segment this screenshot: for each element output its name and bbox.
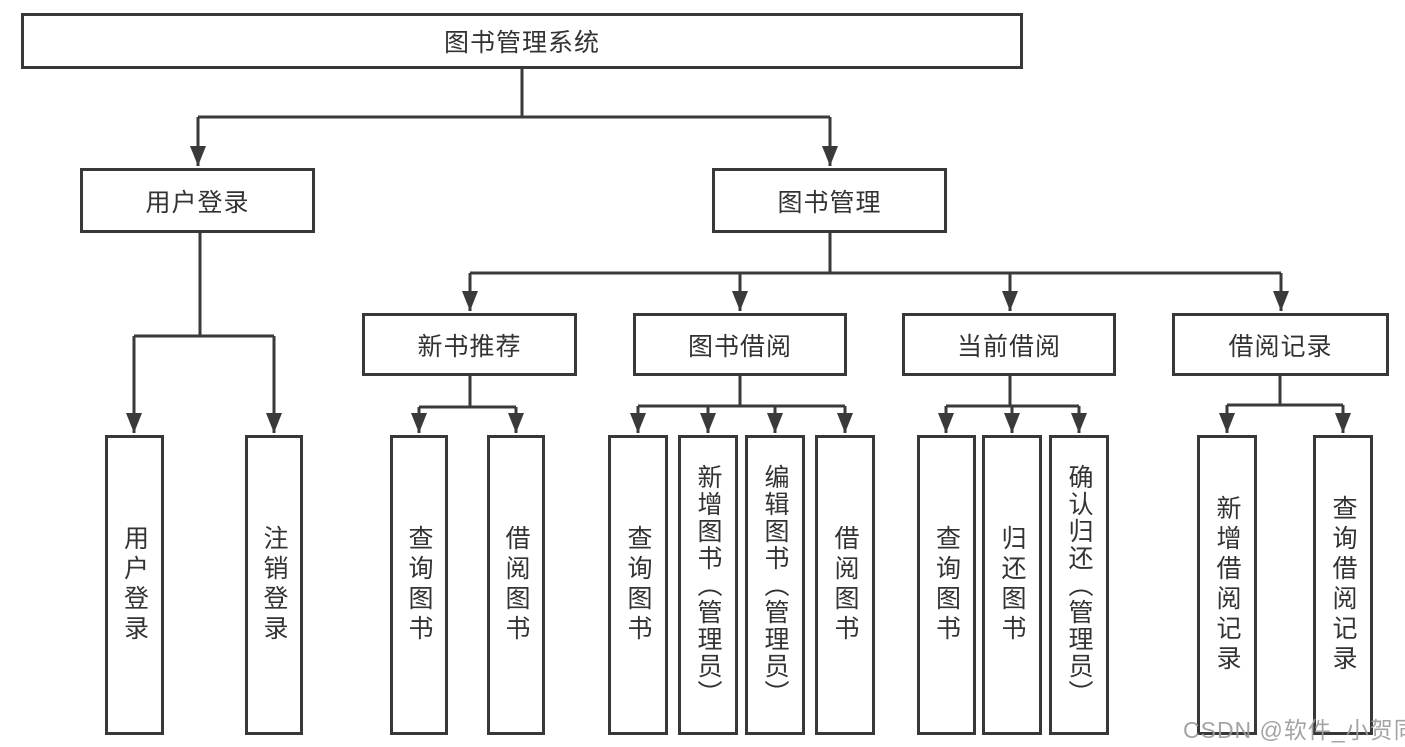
leaf-nbr-borrow-book: 借阅图书 [487, 435, 545, 735]
leaf-cb-return-book: 归还图书 [982, 435, 1042, 735]
leaf-br-add-record: 新增借阅记录 [1197, 435, 1257, 735]
leaf-br-query-record: 查询借阅记录 [1313, 435, 1373, 735]
leaf-bb-query-book: 查询图书 [608, 435, 668, 735]
node-book-borrow: 图书借阅 [633, 313, 847, 376]
csdn-watermark: CSDN @软件_小贺同学 [1183, 717, 1405, 743]
arrow-down-icons [126, 117, 1351, 433]
node-current-borrow: 当前借阅 [902, 313, 1116, 376]
node-borrow-record: 借阅记录 [1172, 313, 1389, 376]
leaf-user-login: 用户登录 [105, 435, 164, 735]
node-user-login: 用户登录 [80, 168, 315, 233]
leaf-logout: 注销登录 [245, 435, 303, 735]
node-root-system: 图书管理系统 [21, 13, 1023, 69]
leaf-bb-borrow-book: 借阅图书 [815, 435, 875, 735]
node-book-management: 图书管理 [712, 168, 947, 233]
leaf-bb-add-book-admin: 新增图书（管理员） [678, 435, 738, 735]
leaf-nbr-query-book: 查询图书 [390, 435, 448, 735]
leaf-bb-edit-book-admin: 编辑图书（管理员） [745, 435, 805, 735]
node-new-book-recommend: 新书推荐 [362, 313, 577, 376]
connector-path [134, 69, 1343, 409]
leaf-cb-confirm-return-admin: 确认归还（管理员） [1049, 435, 1109, 735]
leaf-cb-query-book: 查询图书 [917, 435, 976, 735]
